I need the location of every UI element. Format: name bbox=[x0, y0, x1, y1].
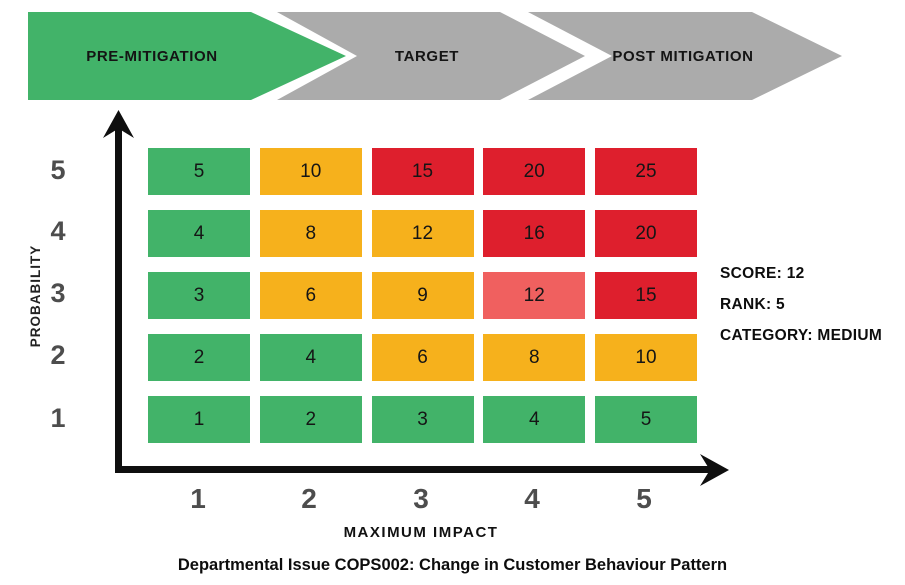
x-axis-line bbox=[115, 466, 715, 473]
matrix-cell-p2-i3: 6 bbox=[371, 334, 474, 381]
matrix-cell-p2-i4: 8 bbox=[483, 334, 586, 381]
matrix-cell-p3-i5: 15 bbox=[595, 272, 697, 319]
matrix-cell-p2-i5: 10 bbox=[595, 334, 697, 381]
matrix-cell-p3-i4: 12 bbox=[483, 272, 586, 319]
x-tick-2: 2 bbox=[301, 483, 317, 514]
category-value: CATEGORY: MEDIUM bbox=[720, 327, 883, 344]
matrix-cell-p2-i1: 2 bbox=[148, 334, 250, 381]
y-tick-5: 5 bbox=[50, 155, 66, 185]
matrix-cell-p5-i1: 5 bbox=[148, 148, 250, 195]
matrix-cell-p4-i1: 4 bbox=[148, 210, 250, 257]
matrix-cell-p1-i1: 1 bbox=[148, 396, 250, 443]
stage-tab-pre-mitigation[interactable]: PRE-MITIGATION bbox=[28, 12, 346, 100]
matrix-cell-p4-i2: 8 bbox=[259, 210, 362, 257]
matrix-cell-p5-i3: 15 bbox=[371, 148, 474, 195]
rank-value: RANK: 5 bbox=[720, 296, 785, 313]
matrix-cell-p1-i3: 3 bbox=[371, 396, 474, 443]
matrix-cell-p3-i3: 9 bbox=[371, 272, 474, 319]
x-tick-5: 5 bbox=[636, 483, 652, 514]
matrix-cell-p4-i5: 20 bbox=[595, 210, 697, 257]
matrix-cell-p3-i2: 6 bbox=[259, 272, 362, 319]
matrix-cell-p4-i3: 12 bbox=[371, 210, 474, 257]
matrix-cell-p1-i4: 4 bbox=[483, 396, 586, 443]
y-axis-line bbox=[115, 128, 122, 473]
y-tick-3: 3 bbox=[50, 278, 66, 308]
y-tick-4: 4 bbox=[50, 216, 66, 246]
x-axis-title: MAXIMUM IMPACT bbox=[343, 524, 499, 541]
score-value: SCORE: 12 bbox=[720, 265, 805, 282]
y-axis-title: PROBABILITY bbox=[28, 244, 43, 348]
y-tick-2: 2 bbox=[50, 340, 66, 370]
matrix-cell-p1-i5: 5 bbox=[595, 396, 697, 443]
matrix-cell-p3-i1: 3 bbox=[148, 272, 250, 319]
risk-stats: SCORE: 12 RANK: 5 CATEGORY: MEDIUM bbox=[720, 258, 882, 351]
matrix-cell-p4-i4: 16 bbox=[483, 210, 586, 257]
matrix-cell-p2-i2: 4 bbox=[259, 334, 362, 381]
matrix-cell-p1-i2: 2 bbox=[259, 396, 362, 443]
stage-tab-label: TARGET bbox=[394, 47, 460, 65]
matrix-cell-p5-i5: 25 bbox=[595, 148, 697, 195]
x-tick-1: 1 bbox=[190, 483, 206, 514]
y-tick-1: 1 bbox=[50, 403, 66, 433]
matrix-cell-p5-i2: 10 bbox=[259, 148, 362, 195]
chart-caption: Departmental Issue COPS002: Change in Cu… bbox=[177, 556, 728, 574]
stage-tab-label: POST MITIGATION bbox=[612, 47, 754, 65]
x-tick-3: 3 bbox=[413, 483, 429, 514]
stage-tab-label: PRE-MITIGATION bbox=[86, 47, 218, 65]
x-tick-4: 4 bbox=[524, 483, 540, 514]
matrix-cell-p5-i4: 20 bbox=[483, 148, 586, 195]
